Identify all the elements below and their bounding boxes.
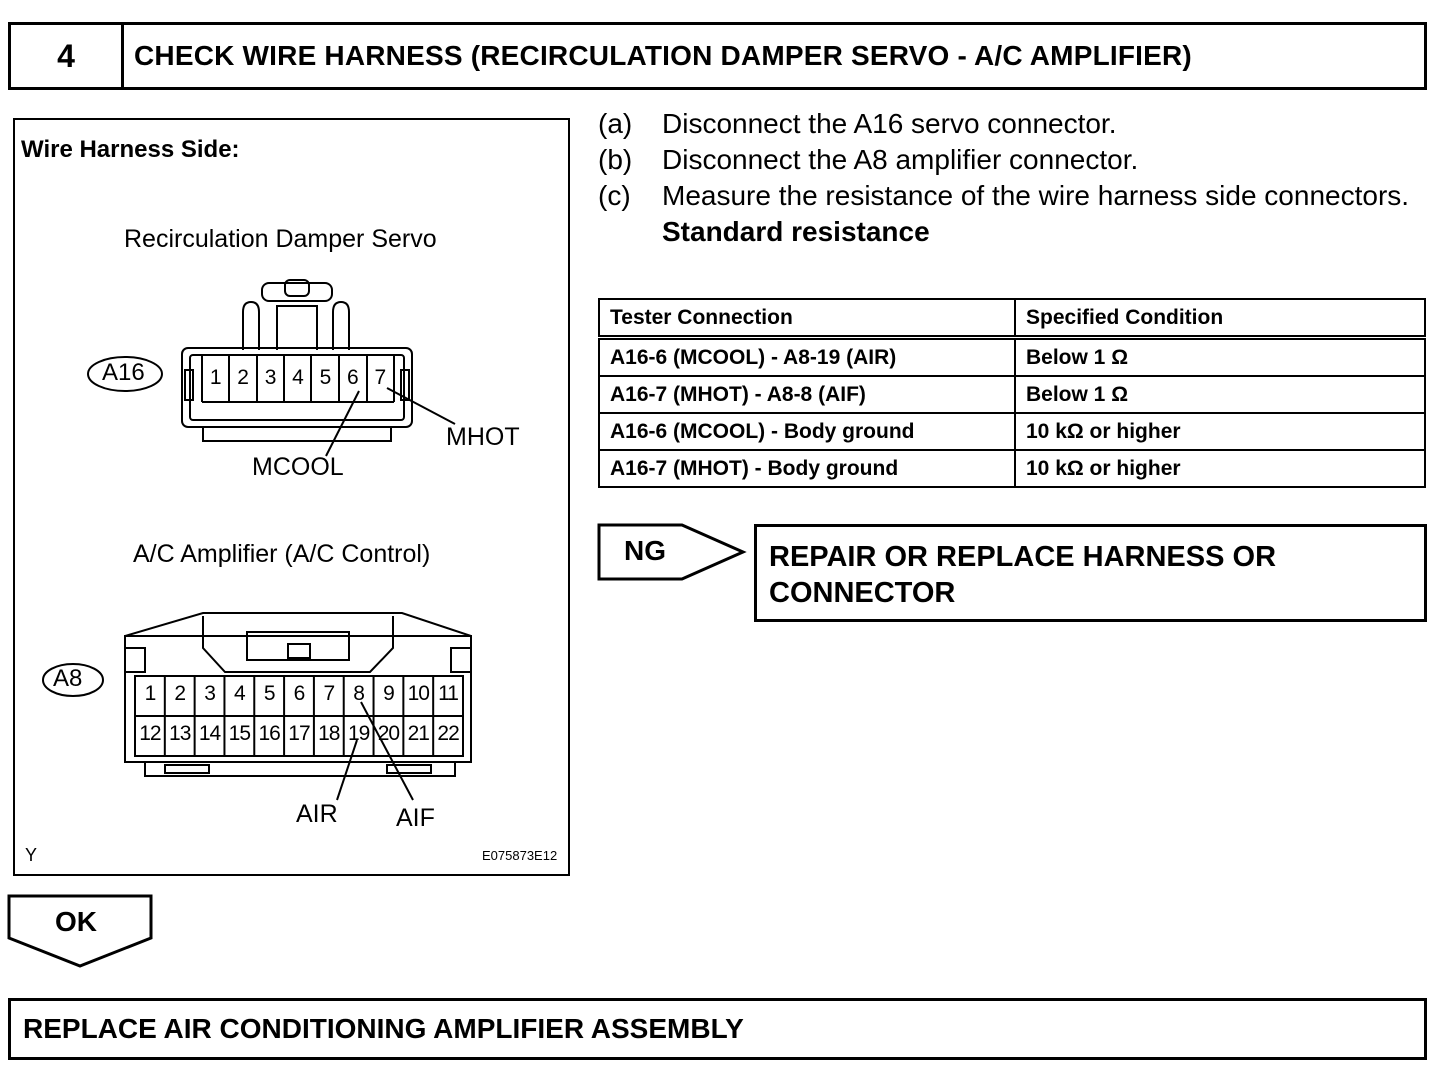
servo-tab-left	[242, 300, 260, 350]
amp-pin-6: 6	[293, 682, 306, 705]
ng-arrow-icon	[597, 523, 747, 581]
amp-pin-3: 3	[204, 682, 216, 705]
servo-inner	[189, 354, 405, 421]
resistance-table: Tester Connection Specified Condition A1…	[598, 298, 1426, 488]
servo-latch	[261, 282, 333, 302]
mcool-label: MCOOL	[252, 453, 344, 481]
servo-title: Recirculation Damper Servo	[124, 225, 437, 253]
ng-action-box: REPAIR OR REPLACE HARNESS OR CONNECTOR	[754, 524, 1427, 622]
table-row: A16-6 (MCOOL) - Body ground 10 kΩ or hig…	[598, 412, 1426, 451]
ok-arrow-icon	[7, 894, 153, 968]
corner-label: Y	[25, 845, 38, 865]
amp-pin-2: 2	[174, 682, 186, 705]
table-row: A16-7 (MHOT) - Body ground 10 kΩ or high…	[598, 449, 1426, 488]
servo-pin-3: 3	[264, 366, 277, 389]
figure-code: E075873E12	[482, 848, 558, 863]
table-cell: 10 kΩ or higher	[1014, 412, 1426, 451]
step-text: Measure the resistance of the wire harne…	[662, 180, 1410, 211]
amp-pin-11: 11	[438, 682, 459, 705]
servo-key-left	[184, 369, 194, 401]
servo-key-right	[400, 369, 410, 401]
table-row: A16-6 (MCOOL) - A8-19 (AIR) Below 1 Ω	[598, 336, 1426, 377]
connector-figure: Wire Harness Side: Recirculation Damper …	[13, 118, 570, 876]
amp-pin-4: 4	[234, 682, 246, 705]
step-c: (c) Measure the resistance of the wire h…	[598, 178, 1428, 214]
table-header-cell: Tester Connection	[598, 298, 1016, 340]
amp-pin-13: 13	[169, 722, 191, 745]
servo-latch-center	[284, 279, 310, 297]
step-letter: (b)	[598, 144, 633, 175]
table-cell: A16-7 (MHOT) - Body ground	[598, 449, 1016, 488]
amp-pin-21: 21	[407, 722, 430, 745]
aif-label: AIF	[396, 804, 435, 832]
amp-pin-12: 12	[139, 722, 161, 745]
amp-base	[144, 762, 456, 777]
amp-pin-15: 15	[228, 722, 251, 745]
amp-pin-1: 1	[144, 682, 157, 705]
table-cell: Below 1 Ω	[1014, 375, 1426, 414]
procedure-steps: (a) Disconnect the A16 servo connector. …	[598, 106, 1428, 250]
side-label: Wire Harness Side:	[21, 136, 240, 163]
amp-tag-ellipse	[42, 663, 104, 697]
servo-pin-5: 5	[319, 366, 332, 389]
step-title: CHECK WIRE HARNESS (RECIRCULATION DAMPER…	[134, 40, 1192, 71]
amp-pin-17: 17	[288, 722, 310, 745]
amp-tag: A8	[53, 665, 83, 692]
amp-body-outline	[124, 635, 472, 763]
table-cell: A16-7 (MHOT) - A8-8 (AIF)	[598, 375, 1016, 414]
servo-tag-ellipse	[87, 356, 163, 392]
servo-tag: A16	[102, 359, 145, 386]
mhot-leader	[386, 387, 456, 425]
aif-leader	[360, 701, 414, 801]
servo-pin-1: 1	[209, 366, 222, 389]
ng-label: NG	[624, 535, 666, 566]
step-number: 4	[11, 25, 124, 87]
amp-pin-10: 10	[407, 682, 430, 705]
standard-label: Standard resistance	[662, 216, 930, 247]
table-row: A16-7 (MHOT) - A8-8 (AIF) Below 1 Ω	[598, 375, 1426, 414]
air-label: AIR	[296, 800, 338, 828]
step-text: Disconnect the A8 amplifier connector.	[662, 144, 1139, 175]
final-action-box: REPLACE AIR CONDITIONING AMPLIFIER ASSEM…	[8, 998, 1427, 1060]
connector-diagram	[42, 279, 472, 801]
table-header-row: Tester Connection Specified Condition	[598, 298, 1426, 340]
amp-pin-9: 9	[383, 682, 395, 705]
step-b: (b) Disconnect the A8 amplifier connecto…	[598, 142, 1428, 178]
air-leader	[336, 739, 358, 801]
ok-label: OK	[55, 906, 97, 937]
mcool-leader	[325, 390, 360, 457]
servo-tab-right	[332, 300, 350, 350]
amp-pin-18: 18	[318, 722, 340, 745]
amp-pin-16: 16	[258, 722, 280, 745]
servo-base	[202, 426, 392, 442]
step-letter: (a)	[598, 108, 633, 139]
step-text: Disconnect the A16 servo connector.	[662, 108, 1117, 139]
servo-pin-2: 2	[237, 366, 249, 389]
amp-pin-22: 22	[437, 722, 459, 745]
servo-pin-4: 4	[292, 366, 304, 389]
table-cell: A16-6 (MCOOL) - Body ground	[598, 412, 1016, 451]
amp-pin-20: 20	[377, 722, 400, 745]
amp-pin-7: 7	[323, 682, 335, 705]
servo-pin-6: 6	[347, 366, 359, 389]
amp-pin-14: 14	[198, 722, 221, 745]
step-a: (a) Disconnect the A16 servo connector.	[598, 106, 1428, 142]
amp-lock-frame	[202, 616, 394, 673]
table-cell: Below 1 Ω	[1014, 336, 1426, 377]
step-header: 4 CHECK WIRE HARNESS (RECIRCULATION DAMP…	[8, 22, 1427, 90]
amp-top-outline	[124, 612, 472, 648]
table-cell: 10 kΩ or higher	[1014, 449, 1426, 488]
mhot-label: MHOT	[446, 423, 520, 451]
amp-pin-5: 5	[263, 682, 276, 705]
table-header-cell: Specified Condition	[1014, 298, 1426, 340]
table-cell: A16-6 (MCOOL) - A8-19 (AIR)	[598, 336, 1016, 377]
amp-pin-8: 8	[353, 682, 365, 705]
amp-title: A/C Amplifier (A/C Control)	[133, 540, 431, 568]
step-letter: (c)	[598, 180, 631, 211]
servo-pin-7: 7	[374, 366, 387, 389]
amp-pin-19: 19	[347, 722, 370, 745]
amp-lock	[246, 631, 350, 661]
servo-tab-middle	[276, 305, 318, 350]
